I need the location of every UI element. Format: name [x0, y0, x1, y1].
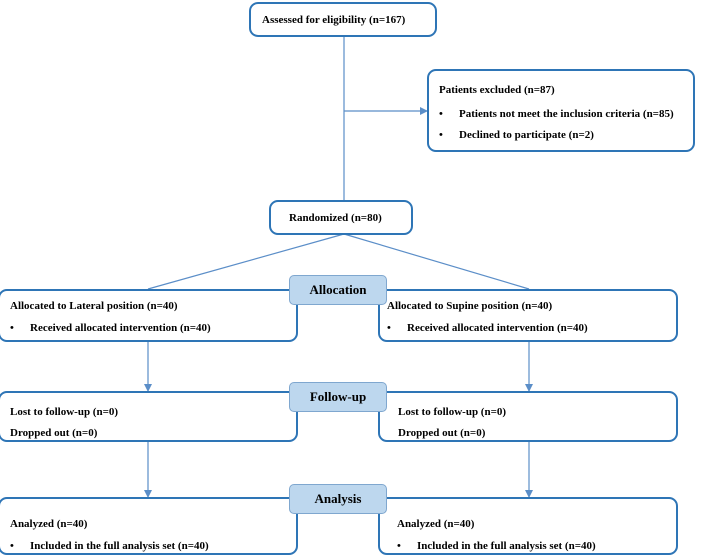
assessed-box: Assessed for eligibility (n=167): [249, 2, 437, 37]
right-followup-box: Lost to follow-up (n=0) Dropped out (n=0…: [378, 391, 678, 442]
followup-stage-label: Follow-up: [289, 382, 387, 412]
connector-randomized-right: [343, 233, 530, 290]
bullet: •: [10, 540, 14, 552]
right-analysis-title: Analyzed (n=40): [397, 518, 475, 530]
excluded-box: Patients excluded (n=87) •Patients not m…: [427, 69, 695, 152]
allocation-stage-label: Allocation: [289, 275, 387, 305]
bullet: •: [10, 322, 14, 334]
right-followup-lost: Lost to follow-up (n=0): [398, 406, 507, 418]
excluded-item-2: •Declined to participate (n=2): [439, 129, 594, 141]
assessed-label: Assessed for eligibility (n=167): [262, 14, 406, 26]
left-allocation-item: •Received allocated intervention (n=40): [10, 322, 211, 334]
left-analysis-title: Analyzed (n=40): [10, 518, 88, 530]
analysis-stage-label: Analysis: [289, 484, 387, 514]
bullet: •: [387, 322, 391, 334]
randomized-box: Randomized (n=80): [269, 200, 413, 235]
excluded-title: Patients excluded (n=87): [439, 84, 555, 96]
left-analysis-item: •Included in the full analysis set (n=40…: [10, 540, 209, 552]
connector-randomized-left: [147, 233, 345, 290]
left-followup-lost: Lost to follow-up (n=0): [10, 406, 119, 418]
left-followup-dropped: Dropped out (n=0): [10, 427, 98, 439]
bullet: •: [439, 129, 443, 141]
right-allocation-title: Allocated to Supine position (n=40): [387, 300, 553, 312]
right-allocation-item: •Received allocated intervention (n=40): [387, 322, 588, 334]
right-analysis-box: Analyzed (n=40) •Included in the full an…: [378, 497, 678, 555]
left-followup-box: Lost to follow-up (n=0) Dropped out (n=0…: [0, 391, 298, 442]
bullet: •: [439, 108, 443, 120]
left-allocation-title: Allocated to Lateral position (n=40): [10, 300, 178, 312]
excluded-item-1: •Patients not meet the inclusion criteri…: [439, 108, 674, 120]
left-allocation-box: Allocated to Lateral position (n=40) •Re…: [0, 289, 298, 342]
right-analysis-item: •Included in the full analysis set (n=40…: [397, 540, 596, 552]
right-followup-dropped: Dropped out (n=0): [398, 427, 486, 439]
bullet: •: [397, 540, 401, 552]
randomized-label: Randomized (n=80): [289, 212, 382, 224]
left-analysis-box: Analyzed (n=40) •Included in the full an…: [0, 497, 298, 555]
right-allocation-box: Allocated to Supine position (n=40) •Rec…: [378, 289, 678, 342]
